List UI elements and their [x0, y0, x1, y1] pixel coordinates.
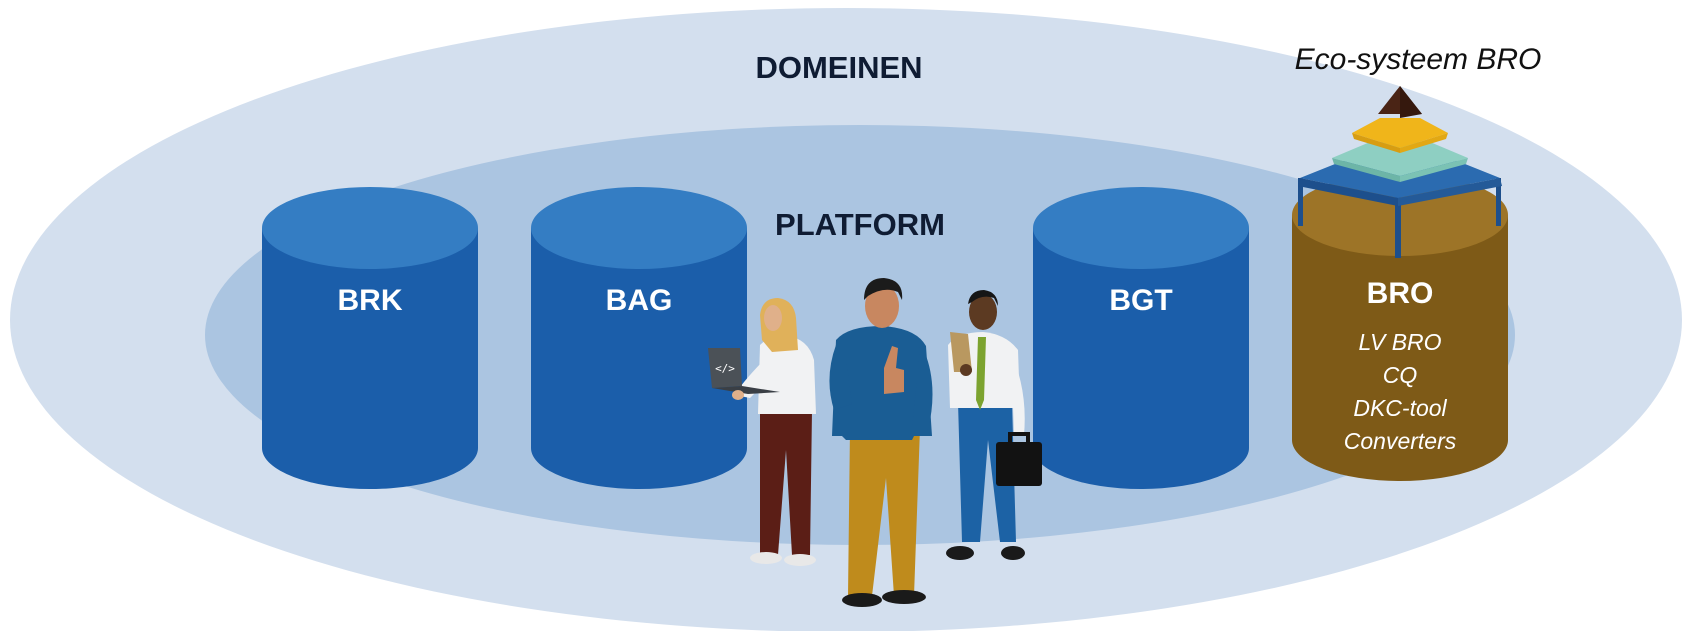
bro-item-cq: CQ [1383, 362, 1418, 388]
person-woman-laptop-icon: </> [708, 298, 816, 566]
domain-label: DOMEINEN [755, 50, 922, 85]
database-label-brk: BRK [338, 284, 403, 317]
database-bag: BAG [531, 187, 747, 489]
database-bgt: BGT [1033, 187, 1249, 489]
platform-label: PLATFORM [775, 207, 945, 242]
database-label-bro: BRO [1367, 277, 1434, 310]
bro-item-converters: Converters [1344, 428, 1457, 454]
person-man-thumbs-up-icon [829, 278, 933, 607]
database-brk: BRK [262, 187, 478, 489]
person-man-briefcase-icon [946, 290, 1042, 560]
bro-item-dkc-tool: DKC-tool [1353, 395, 1447, 421]
ecosystem-pyramid-icon [1298, 86, 1502, 258]
database-label-bgt: BGT [1109, 284, 1172, 317]
database-label-bag: BAG [606, 284, 673, 317]
ecosystem-label: Eco-systeem BRO [1295, 43, 1542, 76]
bro-item-lv-bro: LV BRO [1358, 329, 1441, 355]
laptop-code-icon: </> [715, 362, 735, 375]
